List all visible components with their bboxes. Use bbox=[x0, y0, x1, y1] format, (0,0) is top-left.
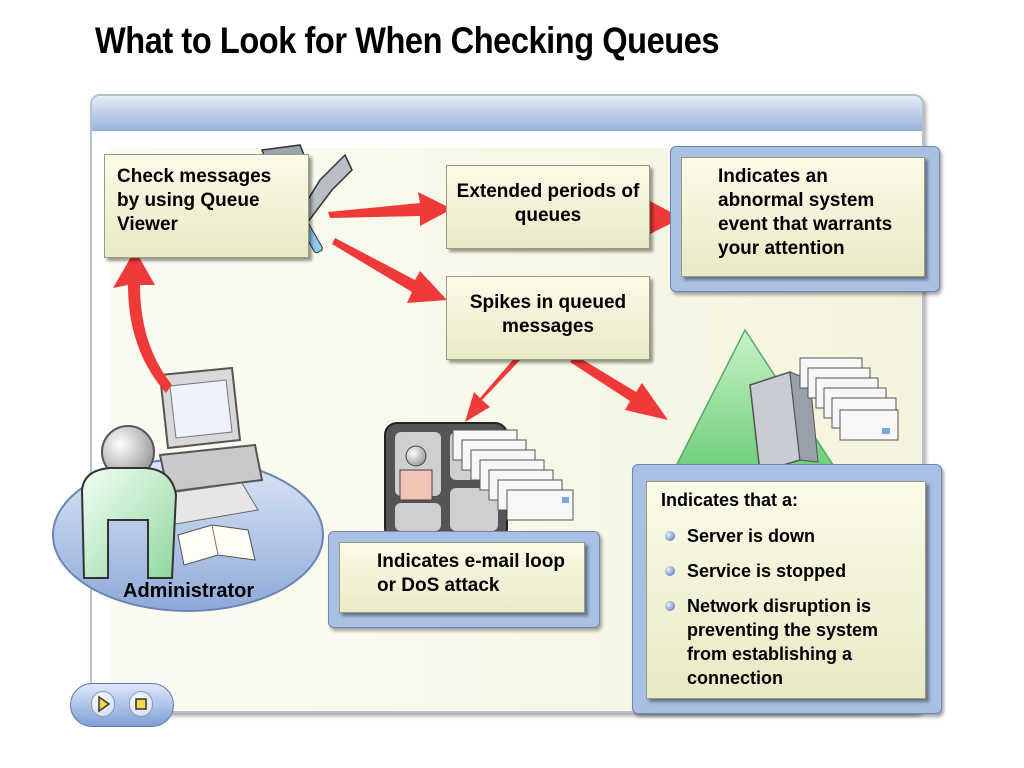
spikes-box: Spikes in queued messages bbox=[446, 276, 650, 360]
mail-stack-icon bbox=[384, 422, 574, 541]
bullet-icon bbox=[665, 601, 675, 611]
check-messages-box: Check messages by using Queue Viewer bbox=[104, 154, 309, 258]
list-item: Server is down bbox=[661, 524, 911, 548]
extended-periods-text: Extended periods of queues bbox=[456, 181, 640, 226]
abnormal-event-box: Indicates an abnormal system event that … bbox=[681, 157, 925, 277]
bullet-icon bbox=[665, 566, 675, 576]
stop-button[interactable] bbox=[129, 691, 153, 717]
play-icon bbox=[98, 695, 111, 713]
abnormal-event-frame: Indicates an abnormal system event that … bbox=[670, 146, 940, 292]
arrow-to-email-loop bbox=[465, 354, 522, 422]
book-icon bbox=[177, 524, 256, 566]
server-status-list: Server is down Service is stopped Networ… bbox=[661, 524, 911, 701]
extended-periods-box: Extended periods of queues bbox=[446, 165, 650, 249]
page-title: What to Look for When Checking Queues bbox=[95, 20, 720, 61]
email-loop-text: Indicates e-mail loop or DoS attack bbox=[377, 551, 565, 596]
arrow-to-server bbox=[570, 355, 668, 420]
panel-title-bar bbox=[92, 96, 922, 131]
bullet-icon bbox=[665, 531, 675, 541]
email-loop-box: Indicates e-mail loop or DoS attack bbox=[339, 542, 585, 613]
arrow-to-check-messages bbox=[113, 250, 172, 393]
list-item: Service is stopped bbox=[661, 559, 911, 583]
administrator-label: Administrator bbox=[123, 580, 255, 602]
admin-person-icon bbox=[52, 366, 324, 612]
play-button[interactable] bbox=[91, 691, 115, 717]
check-messages-text: Check messages by using Queue Viewer bbox=[117, 166, 272, 235]
warning-server-icon bbox=[673, 328, 899, 473]
stop-icon bbox=[135, 698, 147, 710]
abnormal-event-text: Indicates an abnormal system event that … bbox=[718, 166, 893, 259]
arrow-to-spikes bbox=[332, 238, 447, 303]
server-status-heading: Indicates that a: bbox=[661, 490, 799, 510]
spikes-text: Spikes in queued messages bbox=[469, 292, 627, 337]
slide-nav-control bbox=[70, 683, 174, 727]
arrow-to-extended bbox=[328, 192, 452, 226]
flow-arrows bbox=[113, 192, 682, 422]
server-status-box: Indicates that a: Server is down Service… bbox=[646, 481, 926, 699]
email-loop-frame: Indicates e-mail loop or DoS attack bbox=[328, 531, 600, 628]
list-item: Network disruption is preventing the sys… bbox=[661, 594, 911, 690]
server-status-frame: Indicates that a: Server is down Service… bbox=[632, 464, 942, 714]
